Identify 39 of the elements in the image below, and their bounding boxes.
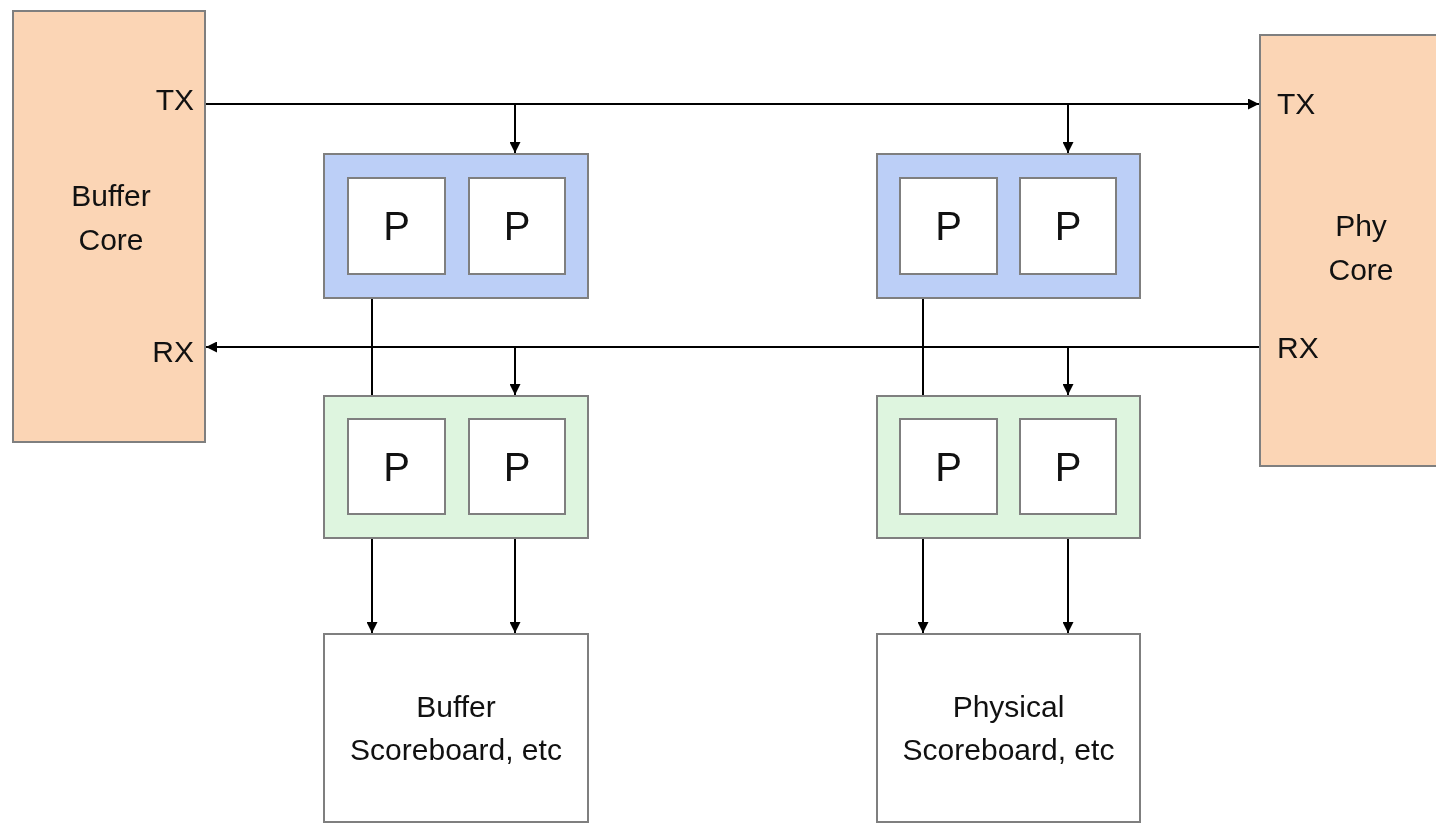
probe-label: P (1054, 203, 1082, 250)
arrow (917, 538, 929, 634)
probe-group-box (323, 395, 589, 539)
probe-label: P (935, 203, 962, 250)
probe-box (1019, 177, 1117, 275)
arrow (509, 538, 521, 634)
block-label: Buffer Scoreboard, etc (349, 688, 563, 768)
connector-line (922, 298, 924, 396)
core-block (12, 10, 206, 443)
probe-group-box (876, 395, 1141, 539)
arrow (366, 538, 378, 634)
connector-line (371, 298, 373, 396)
scoreboard-box (323, 633, 589, 823)
block-label: Buffer Core (70, 178, 152, 258)
block-label: Physical Scoreboard, etc (901, 688, 1116, 768)
probe-label: P (383, 203, 410, 250)
arrow (1062, 538, 1074, 634)
probe-group-box (876, 153, 1141, 299)
block-label: TX (154, 82, 194, 118)
scoreboard-box (876, 633, 1141, 823)
block-label: RX (1277, 330, 1320, 366)
block-label: TX (1277, 86, 1317, 122)
probe-group-box (323, 153, 589, 299)
arrow (1062, 346, 1260, 396)
probe-label: P (503, 203, 531, 250)
block-label: RX (151, 334, 194, 370)
block-label: Phy Core (1327, 208, 1395, 288)
probe-box (1019, 418, 1117, 515)
probe-box (899, 418, 998, 515)
probe-label: P (503, 443, 531, 491)
probe-label: P (383, 443, 410, 491)
probe-box (347, 418, 446, 515)
probe-box (899, 177, 998, 275)
probe-label: P (935, 443, 962, 491)
core-block (1259, 34, 1436, 467)
probe-box (347, 177, 446, 275)
probe-box (468, 177, 566, 275)
probe-label: P (1054, 443, 1082, 491)
probe-box (468, 418, 566, 515)
